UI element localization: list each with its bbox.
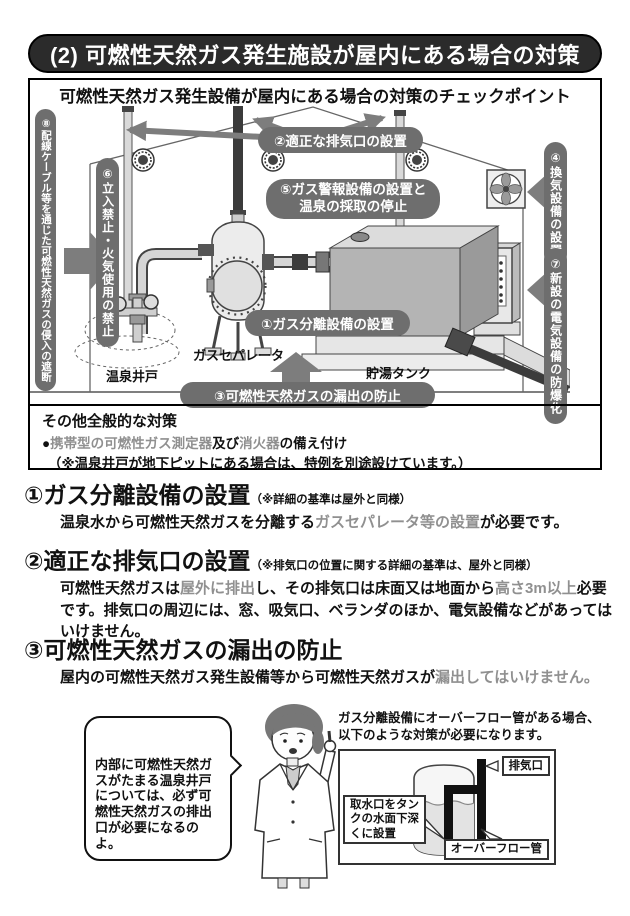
diagram-label-3: ③可燃性天然ガスの漏出の防止 <box>180 382 435 408</box>
diagram-label-4: ④換気設備の設置 <box>544 142 567 266</box>
section-2-heading-text: ②適正な排気口の設置 <box>24 548 251 574</box>
facility-diagram-art <box>30 106 570 395</box>
section-3: ③可燃性天然ガスの漏出の防止 屋内の可燃性天然ガス発生設備等から可燃性天然ガスが… <box>24 637 610 689</box>
other-measures-note: （※温泉井戸が地下ピットにある場合は、特例を別途設けています。） <box>48 456 472 471</box>
overflow-diagram-art <box>413 758 503 856</box>
section-1-body: 温泉水から可燃性天然ガスを分離するガスセパレータ等の設置が必要です。 <box>60 514 569 532</box>
section-2-note: （※排気口の位置に関する詳細の基準は、屋外と同様） <box>250 560 538 572</box>
caption-storage-tank: 貯湯タンク <box>366 366 432 381</box>
hot-spring-well-icon <box>74 293 180 369</box>
other-measures: その他全般的な対策 ●携帯型の可燃性ガス測定器及び消火器の備え付け （※温泉井戸… <box>30 404 600 471</box>
diagram-label-5: ⑤ガス警報設備の設置と 温泉の採取の停止 <box>266 179 441 219</box>
diagram-label-7: ⑦新設の電気設備の防爆化 <box>544 248 567 424</box>
section-1-note: （※詳細の基準は屋外と同様） <box>250 494 412 506</box>
section-3-heading-text: ③可燃性天然ガスの漏出の防止 <box>24 637 343 663</box>
caption-hot-spring-well: 温泉井戸 <box>106 369 159 384</box>
vent-pipe-icons <box>122 106 406 313</box>
section-2-body: 可燃性天然ガスは屋外に排出し、その排気口は床面又は地面から高さ3m以上必要です。… <box>60 580 613 641</box>
section-1: ①ガス分離設備の設置（※詳細の基準は屋外と同様） 温泉水から可燃性天然ガスを分離… <box>24 482 610 534</box>
diagram-label-2: ②適正な排気口の設置 <box>258 127 423 153</box>
section-2-heading: ②適正な排気口の設置（※排気口の位置に関する詳細の基準は、屋外と同様） <box>24 548 610 574</box>
other-measures-heading: その他全般的な対策 <box>42 413 178 430</box>
diagram-label-5-line1: ⑤ガス警報設備の設置と <box>280 182 427 197</box>
section-3-body: 屋内の可燃性天然ガス発生設備等から可燃性天然ガスが漏出してはいけません。 <box>60 669 599 687</box>
woman-icon <box>254 704 337 889</box>
diagram-label-8: ⑧配線ケーブル等を通じた可燃性天然ガスの侵入の遮断 <box>35 109 57 391</box>
section-2: ②適正な排気口の設置（※排気口の位置に関する詳細の基準は、屋外と同様） 可燃性天… <box>24 548 612 642</box>
page-title: (2) 可燃性天然ガス発生施設が屋内にある場合の対策 <box>28 34 602 73</box>
overflow-label-intake: 取水口をタン クの水面下深 くに設置 <box>343 794 426 844</box>
footer-illustrations: 内部に可燃性天然ガ スがたまる温泉井戸 については、必ず可 燃性天然ガスの排出 … <box>0 700 630 910</box>
callout-triangles <box>419 759 503 840</box>
gas-alarm-sensor-icons <box>131 148 429 172</box>
speech-bubble-text: 内部に可燃性天然ガ スがたまる温泉井戸 については、必ず可 燃性天然ガスの排出 … <box>95 756 213 852</box>
gas-separator-icon <box>136 210 330 361</box>
overflow-caption: ガス分離設備にオーバーフロー管がある場合、 以下のような対策が必要になります。 <box>338 711 600 742</box>
advisor-block: 内部に可燃性天然ガ スがたまる温泉井戸 については、必ず可 燃性天然ガスの排出 … <box>60 700 360 900</box>
checkpoint-panel: 可燃性天然ガス発生設備が屋内にある場合の対策のチェックポイント <box>28 78 602 471</box>
diagram-label-1: ①ガス分離設備の設置 <box>245 310 410 336</box>
facility-diagram: ②適正な排気口の設置 ⑤ガス警報設備の設置と 温泉の採取の停止 ①ガス分離設備の… <box>30 102 570 424</box>
ventilation-fan-icon <box>486 169 526 209</box>
other-measures-bullet: ●携帯型の可燃性ガス測定器及び消火器の備え付け <box>42 436 348 451</box>
overflow-label-pipe: オーバーフロー管 <box>443 839 549 860</box>
overflow-diagram: 排気口 取水口をタン クの水面下深 くに設置 オーバーフロー管 <box>338 748 556 865</box>
diagram-label-6: ⑥立入禁止・火気使用の禁止 <box>96 158 119 347</box>
caption-gas-separator: ガスセパレータ <box>193 348 285 363</box>
advisor-woman-illustration <box>254 704 337 889</box>
storage-tank-icon <box>301 225 570 395</box>
overflow-label-vent: 排気口 <box>501 755 550 777</box>
checkpoint-subtitle: 可燃性天然ガス発生設備が屋内にある場合の対策のチェックポイント <box>59 88 571 106</box>
section-3-heading: ③可燃性天然ガスの漏出の防止 <box>24 637 610 663</box>
overflow-block: ガス分離設備にオーバーフロー管がある場合、 以下のような対策が必要になります。 <box>338 710 608 865</box>
section-1-heading-text: ①ガス分離設備の設置 <box>24 482 251 508</box>
overflow-pipe-icon <box>444 758 486 845</box>
section-1-heading: ①ガス分離設備の設置（※詳細の基準は屋外と同様） <box>24 482 610 508</box>
diagram-label-5-line2: 温泉の採取の停止 <box>299 198 408 214</box>
advisor-speech-bubble: 内部に可燃性天然ガ スがたまる温泉井戸 については、必ず可 燃性天然ガスの排出 … <box>84 716 243 861</box>
